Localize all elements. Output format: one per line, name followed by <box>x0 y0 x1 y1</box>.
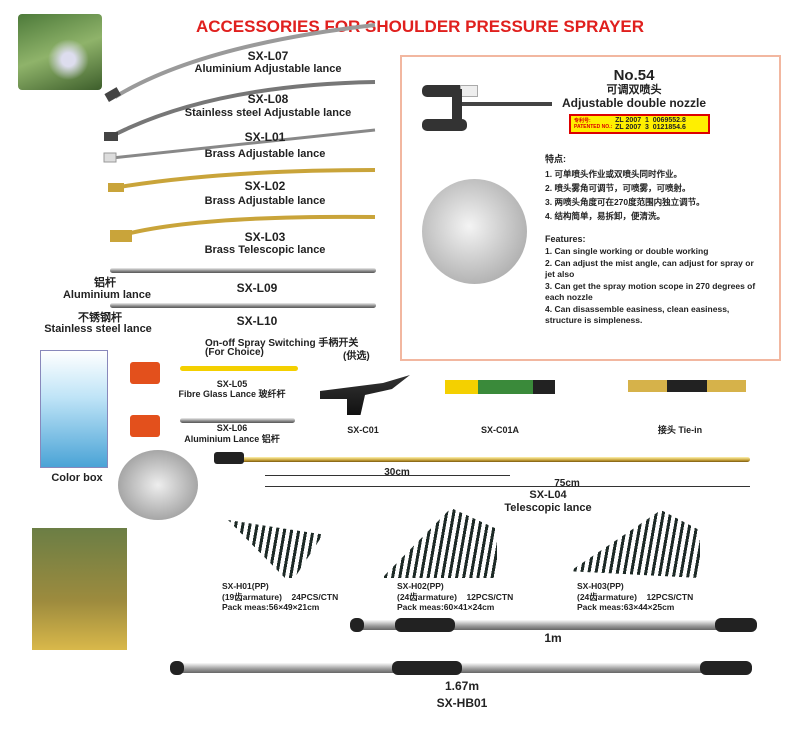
lance-code: SX-L08 <box>247 92 289 106</box>
switch-handle-icon <box>130 415 160 437</box>
tie-in-image <box>628 380 746 392</box>
lance-name-cn: 不锈钢杆 <box>78 312 122 324</box>
dimension-line <box>265 486 750 487</box>
sx-c01a-image <box>445 380 555 394</box>
nozzle-number: No.54 <box>613 67 655 84</box>
lance-name: Stainless steel lance <box>44 323 152 335</box>
lance-code: SX-L03 <box>244 230 286 244</box>
page-title: ACCESSORIES FOR SHOULDER PRESSURE SPRAYE… <box>195 17 645 36</box>
nozzle-name: Adjustable double nozzle <box>561 96 707 110</box>
patent-label-cn: 专利号: <box>574 118 591 124</box>
nozzle-panel: No.54 可调双喷头 Adjustable double nozzle 专利号… <box>400 55 781 361</box>
lance-code: SX-L10 <box>236 314 278 328</box>
handle-grip <box>700 661 752 675</box>
lance-name: Aluminium Adjustable lance <box>194 63 342 75</box>
fibre-glass-lance-rod <box>180 366 298 371</box>
feature: 2. Can adjust the mist angle, can adjust… <box>545 257 754 280</box>
feature: 3. Can get the spray motion scope in 270… <box>545 280 756 303</box>
rake-spec: (24齿armature) 12PCS/CTN <box>397 591 514 602</box>
telescopic-lance-rod <box>240 457 750 462</box>
part-label: SX-C01 <box>347 425 379 435</box>
aluminium-lance-rod <box>110 268 376 273</box>
dimension-30cm: 30cm <box>384 467 410 478</box>
rake-pack: Pack meas:63×44×25cm <box>577 602 675 612</box>
handle-grip <box>392 661 462 675</box>
lance-name: Telescopic lance <box>504 502 592 514</box>
lance-code: SX-L09 <box>236 281 278 295</box>
lance-name: Brass Adjustable lance <box>204 195 326 207</box>
lance-code: SX-L07 <box>247 49 289 63</box>
raking-photo <box>32 528 127 650</box>
features-title: Features: <box>545 234 586 244</box>
feature-cn: 4. 结构简单，易拆卸，便清洗。 <box>545 211 665 221</box>
lance-code: SX-L01 <box>244 130 286 144</box>
rake-pack: Pack meas:56×49×21cm <box>222 602 320 612</box>
double-nozzle-image <box>422 79 552 134</box>
patent-number: ZL 2007 3 0121854.6 <box>615 124 686 131</box>
patent-number: ZL 2007 1 0069552.8 <box>615 117 686 124</box>
dimension-line <box>265 475 510 476</box>
lance-name: Aluminium lance <box>62 289 152 301</box>
nozzle-name-cn: 可调双喷头 <box>606 84 662 96</box>
switching-sub-cn: (供选) <box>343 351 370 362</box>
rake-spec: (24齿armature) 12PCS/CTN <box>577 591 694 602</box>
lance-code: SX-L02 <box>244 179 286 193</box>
part-label: SX-C01A <box>480 425 520 435</box>
rake-code: SX-H01(PP) <box>222 581 269 591</box>
rake-code: SX-H02(PP) <box>397 581 444 591</box>
switching-sub: (For Choice) <box>205 347 264 358</box>
color-box-image <box>40 350 108 468</box>
lance-code: SX-L04 <box>529 489 567 501</box>
handle-length: 1.67m <box>444 679 480 693</box>
switch-handle-icon <box>130 362 160 384</box>
handle-grip <box>715 618 757 632</box>
rake-spec: (19齿armature) 24PCS/CTN <box>222 591 339 602</box>
part-label: 接头 Tie-in <box>657 425 703 435</box>
feature-cn: 2. 喷头雾角可调节，可喷雾，可喷射。 <box>545 183 691 193</box>
dimension-75cm: 75cm <box>554 478 580 489</box>
handle-length: 1m <box>544 631 562 645</box>
lance-code: SX-L05 <box>216 379 248 389</box>
lance-name-cn: 铝杆 <box>94 277 116 289</box>
garden-spray-photo <box>18 14 102 90</box>
handle-grip <box>395 618 455 632</box>
handle-cap <box>350 618 364 632</box>
nozzle-closeup-image <box>422 179 527 284</box>
sx-c01-image <box>320 375 410 415</box>
lance-name: Brass Adjustable lance <box>204 148 326 160</box>
patent-label: PATENTED NO.: <box>574 124 613 130</box>
lance-code: SX-L06 <box>216 423 248 433</box>
rake-h02-image <box>382 508 497 578</box>
steel-lance-rod <box>110 303 376 308</box>
handle-1m <box>352 620 752 630</box>
lance-name: Fibre Glass Lance 玻纤杆 <box>178 389 286 399</box>
handle-167m <box>172 663 752 673</box>
lance-name: Stainless steel Adjustable lance <box>184 107 352 119</box>
feature: 1. Can single working or double working <box>545 246 709 256</box>
rake-code: SX-H03(PP) <box>577 581 624 591</box>
nozzle-set-image <box>118 450 198 520</box>
switching-title: On-off Spray Switching 手柄开关 <box>205 338 359 349</box>
feature-cn: 1. 可单喷头作业或双喷头同时作业。 <box>545 169 682 179</box>
lance-nozzle-icon <box>214 452 244 464</box>
features-cn-title: 特点: <box>545 154 566 164</box>
rake-pack: Pack meas:60×41×24cm <box>397 602 495 612</box>
feature: 4. Can disassemble easiness, clean easin… <box>545 303 730 326</box>
lance-name: Aluminium Lance 铝杆 <box>184 434 280 444</box>
rake-h01-image <box>228 520 323 578</box>
feature-cn: 3. 两喷头角度可在270度范围内独立调节。 <box>545 197 705 207</box>
color-box-label: Color box <box>51 472 103 484</box>
lance-name: Brass Telescopic lance <box>204 244 326 256</box>
aluminium-lance-rod <box>180 418 295 423</box>
handle-code: SX-HB01 <box>436 696 488 710</box>
handle-cap <box>170 661 184 675</box>
rake-h03-image <box>570 510 700 578</box>
adjustable-lances-image <box>103 23 376 242</box>
